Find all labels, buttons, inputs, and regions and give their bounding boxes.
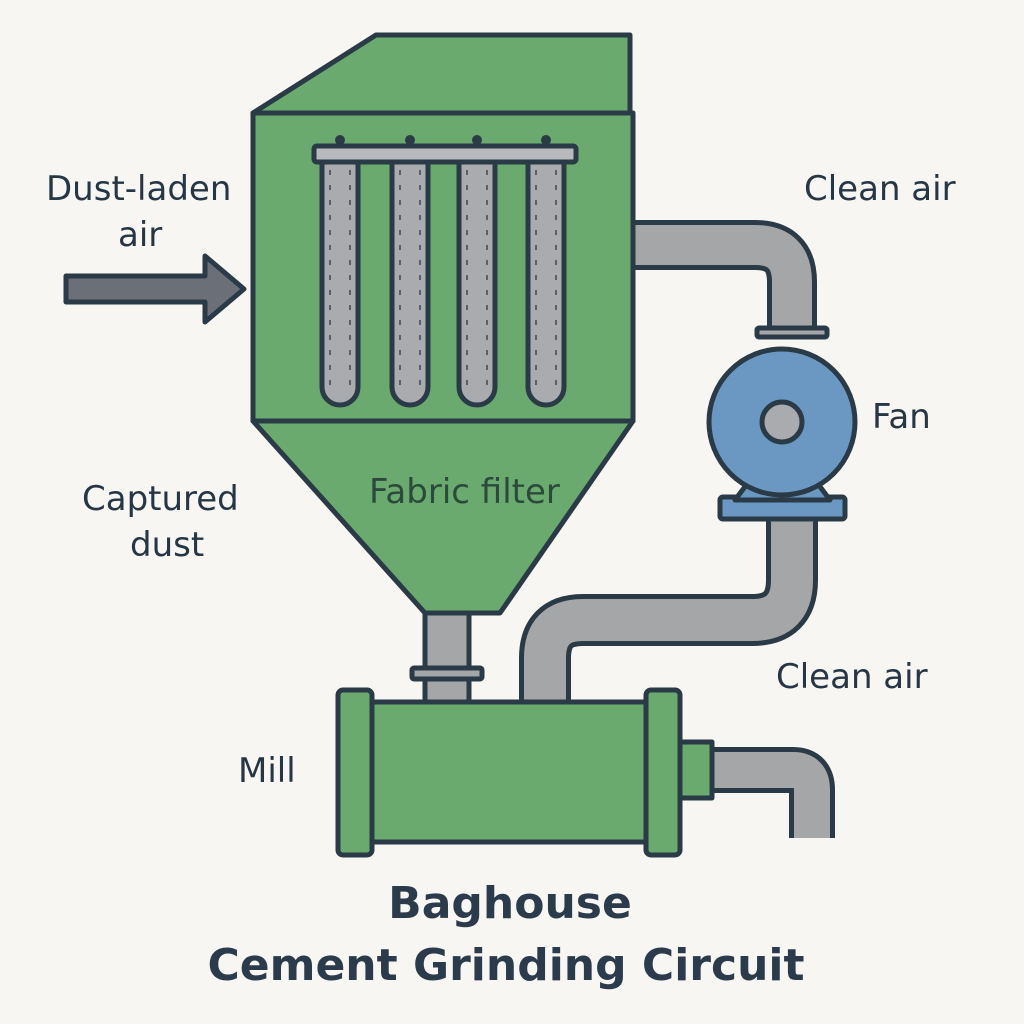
inlet-label-line1: Dust-laden (46, 169, 231, 209)
diagram-title-line1: Baghouse (388, 878, 632, 929)
filter-bag-assembly (311, 135, 579, 408)
inlet-label-line2: air (118, 215, 162, 255)
clean-air-duct-upper (632, 220, 830, 340)
mill-body (335, 687, 835, 858)
arrow-right-icon (63, 253, 247, 325)
dust-discharge-pipe (409, 607, 485, 705)
diagram-title-line2: Cement Grinding Circuit (207, 940, 804, 991)
captured-dust-label-line2: dust (130, 525, 204, 565)
fabric-filter-label: Fabric filter (369, 472, 560, 512)
filter-bag (456, 135, 498, 408)
baghouse-housing (250, 32, 636, 616)
fan-icon (706, 346, 858, 522)
clean-air-label-bottom: Clean air (776, 657, 928, 697)
clean-air-label-top: Clean air (804, 169, 956, 209)
mill-label: Mill (238, 751, 296, 791)
fan-label: Fan (872, 397, 931, 437)
filter-bag (525, 135, 567, 408)
captured-dust-label-line1: Captured (82, 479, 239, 519)
clean-air-duct-lower (519, 505, 818, 700)
filter-bag (389, 135, 431, 408)
filter-bag (319, 135, 361, 408)
